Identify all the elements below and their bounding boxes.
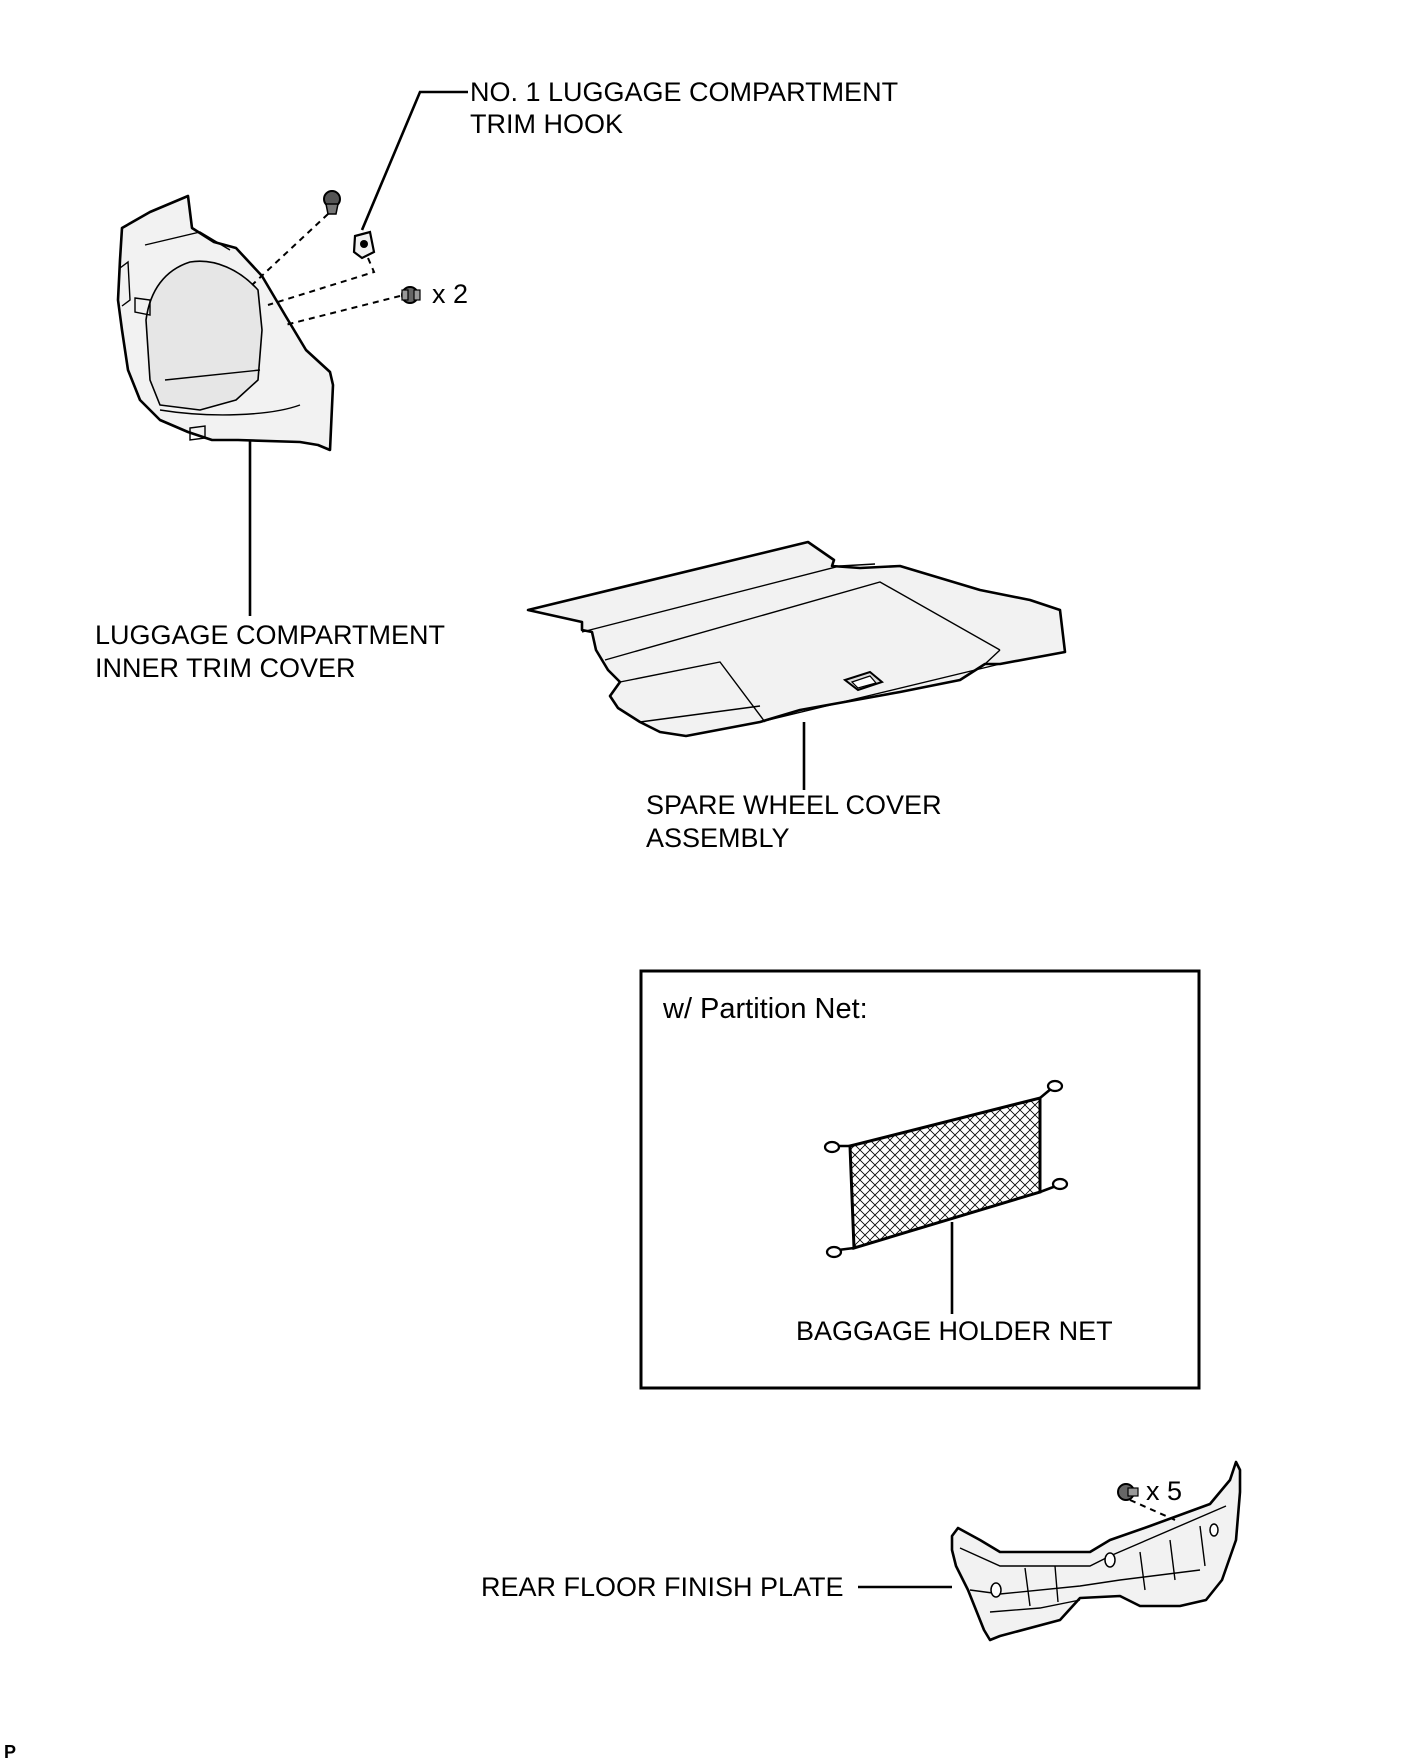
trim-hook-part <box>352 230 376 260</box>
clip-icon <box>323 190 341 215</box>
rear-floor-finish-plate-part <box>950 1460 1242 1642</box>
trim-hook-label-1: NO. 1 LUGGAGE COMPARTMENT <box>470 77 898 107</box>
partition-net-box <box>639 969 1201 1390</box>
clip-pair-icon <box>401 286 421 304</box>
clip-count-bottom: x 5 <box>1146 1476 1182 1506</box>
inner-trim-cover-part <box>116 194 335 452</box>
spare-wheel-label-2: ASSEMBLY <box>646 823 790 853</box>
trim-hook-leader <box>360 90 468 231</box>
partition-net-title: w/ Partition Net: <box>662 993 868 1025</box>
corner-mark: P <box>4 1742 16 1762</box>
inner-trim-label-1: LUGGAGE COMPARTMENT <box>95 620 445 650</box>
rear-floor-label: REAR FLOOR FINISH PLATE <box>481 1572 844 1602</box>
clip-count-top: x 2 <box>432 279 468 309</box>
baggage-holder-net-part <box>823 1079 1069 1259</box>
inner-trim-label-2: INNER TRIM COVER <box>95 653 356 683</box>
spare-wheel-cover-part <box>526 540 1067 738</box>
clip-five-icon <box>1117 1483 1139 1501</box>
trim-hook-label-2: TRIM HOOK <box>470 109 623 139</box>
baggage-net-label: BAGGAGE HOLDER NET <box>796 1316 1113 1346</box>
spare-wheel-label-1: SPARE WHEEL COVER <box>646 790 942 820</box>
